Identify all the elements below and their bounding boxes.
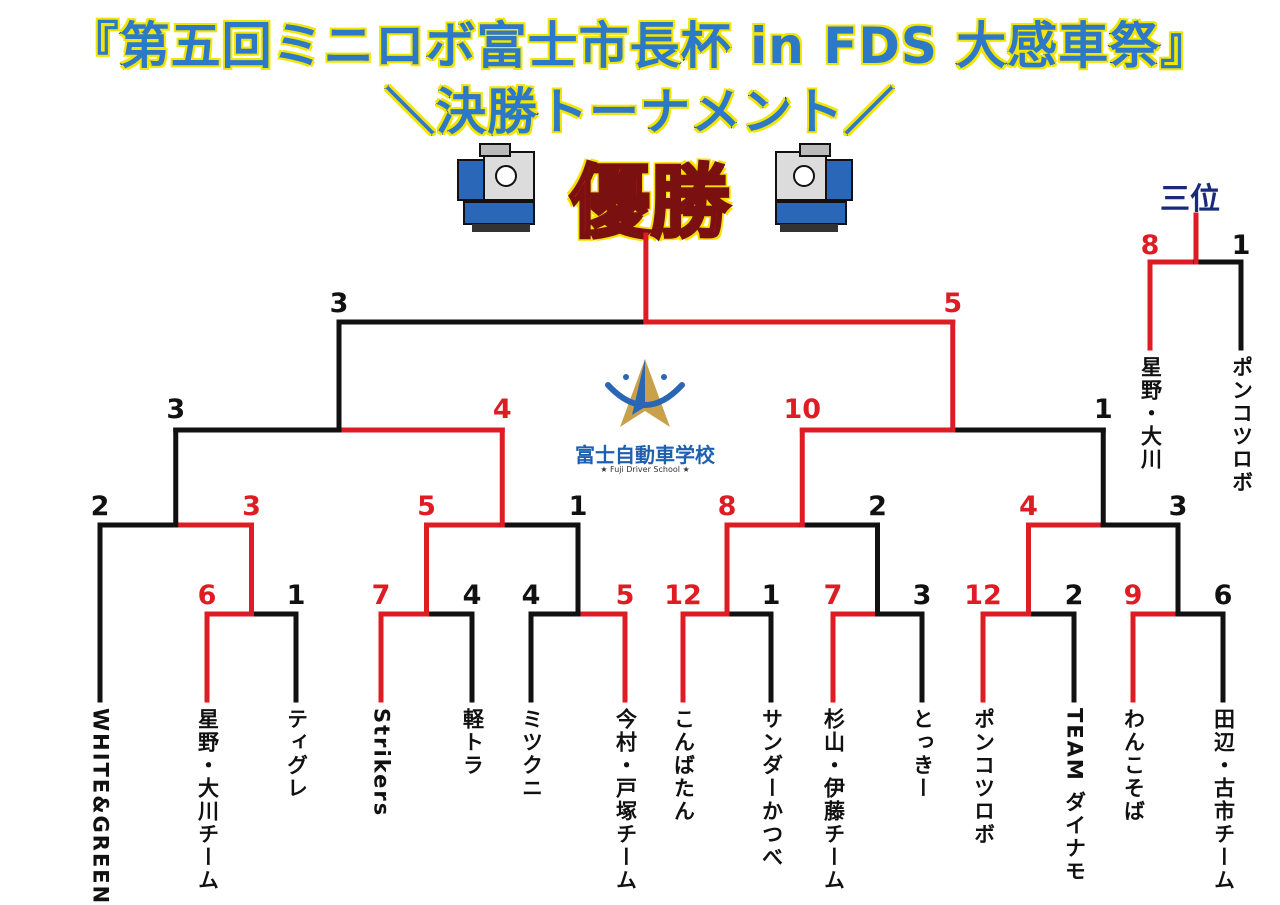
robot-icon	[450, 140, 550, 235]
team-name: 杉山・伊藤チーム	[821, 708, 846, 892]
logo-name: 富士自動車学校	[575, 443, 715, 467]
score-label: 1	[569, 491, 588, 522]
tournament-title: 『第五回ミニロボ富士市長杯 in FDS 大感車祭』	[68, 16, 1212, 76]
team-name: とっきー	[910, 708, 935, 800]
score-label: 3	[913, 580, 932, 611]
team-name: WHITE&GREEN	[88, 708, 113, 905]
score-label: 4	[463, 580, 482, 611]
school-logo: 富士自動車学校 ★ Fuji Driver School ★	[560, 355, 730, 485]
score-label: 2	[868, 491, 887, 522]
team-name: ミツクニ	[519, 708, 544, 800]
score-label: 4	[522, 580, 541, 611]
third-place-team: ポンコツロボ	[1229, 356, 1254, 494]
team-name: 今村・戸塚チーム	[613, 708, 638, 892]
score-label: 4	[493, 394, 512, 425]
team-name: こんばたん	[671, 708, 696, 823]
team-name: わんこそば	[1121, 708, 1146, 823]
score-label: 7	[824, 580, 843, 611]
score-label: 4	[1019, 491, 1038, 522]
third-place-label: 三位	[1160, 182, 1220, 217]
team-name: ポンコツロボ	[971, 708, 996, 846]
score-label: 1	[1094, 394, 1113, 425]
score-label: 5	[616, 580, 635, 611]
score-label: 9	[1124, 580, 1143, 611]
team-name: 田辺・古市チーム	[1211, 708, 1236, 892]
third-place-team: 星野・大川	[1138, 356, 1163, 471]
score-label: 1	[762, 580, 781, 611]
score-label: 2	[1065, 580, 1084, 611]
team-name: 星野・大川チーム	[195, 708, 220, 892]
team-name: サンダーかつべ	[759, 708, 784, 869]
champion-label: 優勝	[569, 155, 732, 251]
score-label: 8	[718, 491, 737, 522]
score-label: 3	[242, 491, 261, 522]
logo-subtitle: ★ Fuji Driver School ★	[600, 465, 690, 474]
score-label: 12	[664, 580, 702, 611]
score-label: 3	[1169, 491, 1188, 522]
tournament-subtitle: ＼決勝トーナメント／	[384, 82, 895, 142]
score-label: 1	[1232, 230, 1251, 261]
team-name: TEAM ダイナモ	[1062, 708, 1087, 884]
score-label: 10	[783, 394, 821, 425]
score-label: 6	[198, 580, 217, 611]
score-label: 8	[1141, 230, 1160, 261]
score-label: 3	[330, 288, 349, 319]
score-label: 5	[943, 288, 962, 319]
score-label: 12	[964, 580, 1002, 611]
score-label: 7	[372, 580, 391, 611]
score-label: 3	[166, 394, 185, 425]
team-name: 軽トラ	[460, 708, 485, 777]
team-name: ティグレ	[284, 708, 309, 800]
score-label: 2	[91, 491, 110, 522]
score-label: 6	[1214, 580, 1233, 611]
team-name: Strikers	[369, 708, 394, 818]
robot-icon	[760, 140, 860, 235]
score-label: 5	[417, 491, 436, 522]
score-label: 1	[287, 580, 306, 611]
